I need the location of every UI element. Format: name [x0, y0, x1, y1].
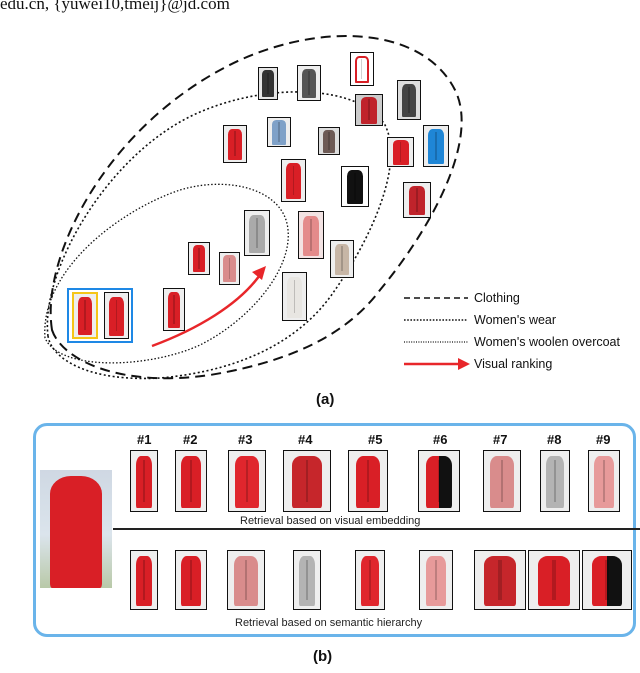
- row2-caption: Retrieval based on semantic hierarchy: [235, 617, 423, 629]
- thumb-grey-overcoat: [244, 210, 270, 256]
- legend-visual-ranking-label: Visual ranking: [474, 357, 553, 371]
- row1-result-8: [540, 450, 570, 512]
- thumb-query-coat-1: [72, 292, 98, 339]
- thumb-grey-coat: [297, 65, 321, 101]
- row2-result-5: [355, 550, 385, 610]
- thumb-red-sweater: [387, 137, 414, 167]
- row1-caption: Retrieval based on visual embedding: [240, 515, 421, 527]
- row2-result-3: [227, 550, 265, 610]
- rank-label-6: #6: [433, 432, 448, 447]
- thumb-jacket-mixed: [397, 80, 421, 120]
- rank-label-8: #8: [547, 432, 562, 447]
- row2-result-7: [474, 550, 526, 610]
- query-image: [40, 470, 112, 588]
- thumb-red-coat-1: [223, 125, 247, 163]
- panel-b-label: (b): [313, 648, 333, 665]
- rank-label-5: #5: [368, 432, 383, 447]
- row2-result-1: [130, 550, 158, 610]
- row1-result-9: [588, 450, 620, 512]
- row-divider: [113, 528, 640, 530]
- row2-result-4: [293, 550, 321, 610]
- thumb-red-coat-2: [281, 159, 306, 202]
- rank-label-9: #9: [596, 432, 611, 447]
- thumb-pink-overcoat: [219, 252, 240, 285]
- thumb-white-coat: [282, 272, 307, 321]
- legend-clothing-label: Clothing: [474, 291, 520, 305]
- rank-label-7: #7: [493, 432, 508, 447]
- retrieval-panel: [33, 423, 636, 637]
- row1-result-4: [283, 450, 331, 512]
- thumb-red-coat-3: [403, 182, 431, 218]
- row2-result-9: [582, 550, 632, 610]
- row1-result-5: [348, 450, 388, 512]
- thumb-query-coat-2: [104, 292, 129, 339]
- thumb-red-overcoat-a: [188, 242, 210, 275]
- row1-result-7: [483, 450, 521, 512]
- row1-result-3: [228, 450, 266, 512]
- thumb-pink-coat: [298, 211, 324, 259]
- row1-result-6: [418, 450, 460, 512]
- panel-a-label: (a): [316, 391, 335, 408]
- row2-result-2: [175, 550, 207, 610]
- thumb-red-overcoat-b: [163, 288, 185, 331]
- rank-label-4: #4: [298, 432, 313, 447]
- rank-label-3: #3: [238, 432, 253, 447]
- legend-woolen-overcoat-label: Women's woolen overcoat: [474, 335, 620, 349]
- row2-result-8: [528, 550, 580, 610]
- clothing-boundary: [49, 35, 463, 380]
- legend-visual-ranking-arrowhead: [458, 358, 470, 370]
- thumb-tweed-coat: [318, 127, 340, 155]
- visual-ranking-arrow: [151, 271, 264, 348]
- thumb-denim-jacket: [267, 117, 291, 147]
- woolen-overcoat-boundary: [44, 183, 289, 364]
- thumb-dark-jacket: [258, 67, 278, 100]
- header-text: edu.cn, {yuwei10,tmeij}@jd.com: [0, 0, 230, 13]
- row1-result-1: [130, 450, 158, 512]
- row1-result-2: [175, 450, 207, 512]
- thumb-blue-jacket: [423, 125, 449, 167]
- rank-label-2: #2: [183, 432, 198, 447]
- thumb-beige-coat: [330, 240, 354, 278]
- thumb-black-dress: [341, 166, 369, 207]
- thumb-red-blue-jacket: [355, 94, 383, 126]
- row2-result-6: [419, 550, 453, 610]
- legend-womens-wear-label: Women's wear: [474, 313, 557, 327]
- query-highlight-box: [67, 288, 133, 343]
- visual-ranking-arrowhead: [252, 266, 266, 280]
- thumb-red-white-hoodie: [350, 52, 374, 86]
- rank-label-1: #1: [137, 432, 152, 447]
